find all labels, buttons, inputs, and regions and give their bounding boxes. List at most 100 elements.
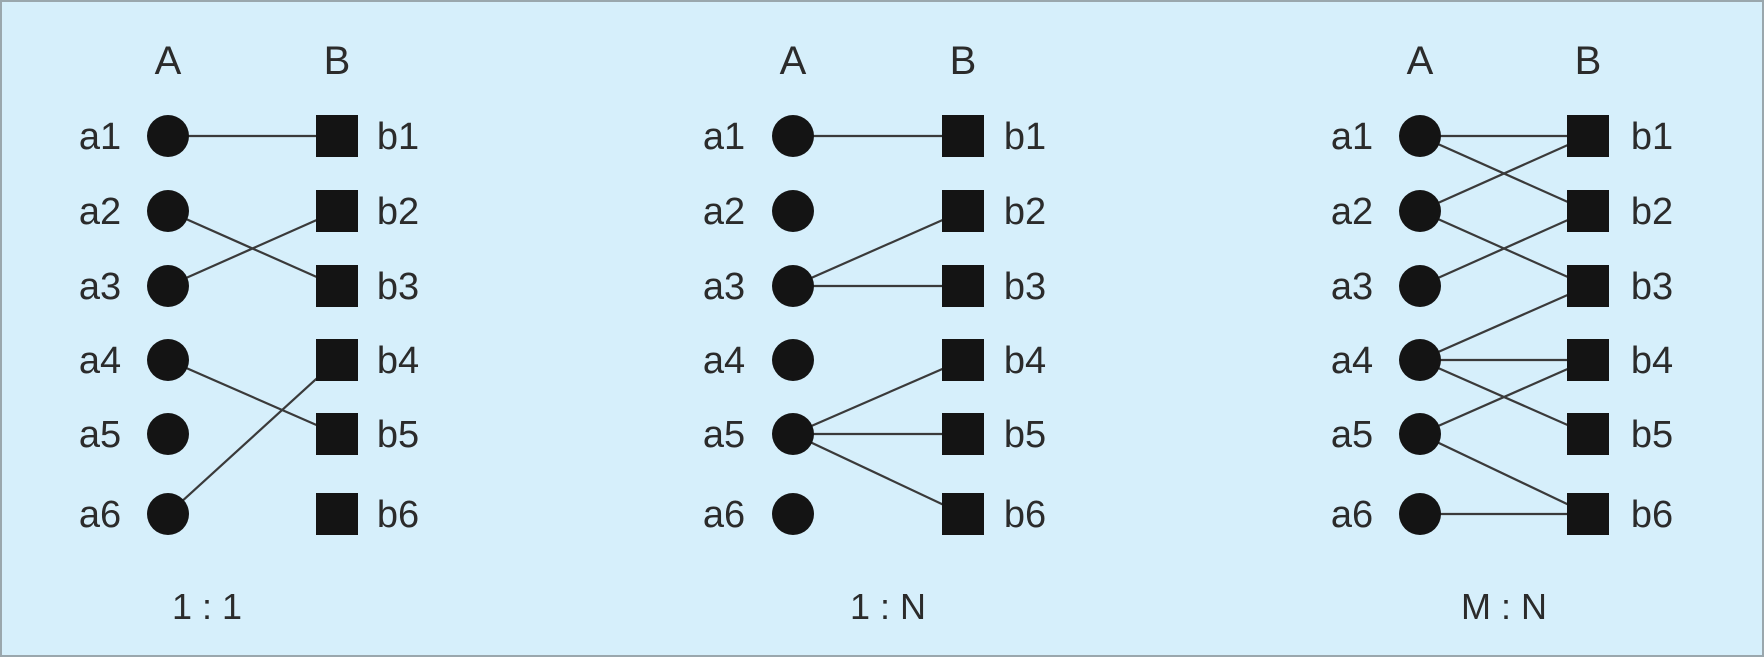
entity-b-node-b6 xyxy=(316,493,358,535)
edges-one-to-one xyxy=(167,134,338,515)
entity-b-node-b2 xyxy=(942,190,984,232)
node-label-a2: a2 xyxy=(1331,191,1373,233)
entity-a-node-a2 xyxy=(147,190,189,232)
header-a: A xyxy=(780,39,807,83)
caption-one-to-one: 1 : 1 xyxy=(172,586,242,627)
edge-a5-b6 xyxy=(1419,433,1589,515)
node-label-b2: b2 xyxy=(1004,191,1046,233)
node-label-b5: b5 xyxy=(377,414,419,456)
node-label-a2: a2 xyxy=(703,191,745,233)
node-label-b6: b6 xyxy=(377,494,419,536)
entity-a-node-a3 xyxy=(772,265,814,307)
entity-b-node-b3 xyxy=(942,265,984,307)
node-label-a1: a1 xyxy=(703,116,745,158)
node-label-b2: b2 xyxy=(377,191,419,233)
node-label-b3: b3 xyxy=(1631,266,1673,308)
entity-a-node-a5 xyxy=(147,413,189,455)
edge-a3-b2 xyxy=(167,209,338,288)
node-label-a2: a2 xyxy=(79,191,121,233)
edge-a6-b4 xyxy=(167,359,338,515)
caption-one-to-many: 1 : N xyxy=(850,586,926,627)
node-label-a5: a5 xyxy=(703,414,745,456)
edge-a3-b2 xyxy=(792,209,964,288)
entity-b-node-b3 xyxy=(1567,265,1609,307)
node-label-b1: b1 xyxy=(1631,116,1673,158)
node-label-b4: b4 xyxy=(377,340,419,382)
edge-a2-b1 xyxy=(1419,134,1589,213)
header-b: B xyxy=(324,39,351,83)
entity-a-node-a4 xyxy=(772,339,814,381)
node-label-a3: a3 xyxy=(1331,266,1373,308)
entity-a-node-a5 xyxy=(1399,413,1441,455)
node-label-b3: b3 xyxy=(1004,266,1046,308)
entity-b-node-b4 xyxy=(316,339,358,381)
entity-a-node-a3 xyxy=(1399,265,1441,307)
node-label-a4: a4 xyxy=(79,340,121,382)
edge-a5-b4 xyxy=(1419,358,1589,436)
entity-a-node-a1 xyxy=(1399,115,1441,157)
edge-a3-b2 xyxy=(1419,209,1589,288)
entity-a-node-a1 xyxy=(147,115,189,157)
node-label-a6: a6 xyxy=(703,494,745,536)
entity-a-node-a2 xyxy=(772,190,814,232)
entity-b-node-b5 xyxy=(942,413,984,455)
node-label-a1: a1 xyxy=(1331,116,1373,158)
node-label-a1: a1 xyxy=(79,116,121,158)
node-label-a4: a4 xyxy=(1331,340,1373,382)
edge-a5-b6 xyxy=(792,433,964,515)
panel-many-to-many: a1 a2 a3 a4 a5 a6 b1 b2 b3 b4 b5 b6 A B M : N xyxy=(1331,39,1673,627)
node-label-a3: a3 xyxy=(79,266,121,308)
entity-b-node-b1 xyxy=(316,115,358,157)
node-label-b6: b6 xyxy=(1631,494,1673,536)
entity-a-node-a2 xyxy=(1399,190,1441,232)
entity-a-node-a6 xyxy=(1399,493,1441,535)
edge-a5-b4 xyxy=(792,358,964,436)
panel-one-to-many: a1 a2 a3 a4 a5 a6 b1 b2 b3 b4 b5 b6 A B 1 : N xyxy=(703,39,1046,627)
edges-many-to-many xyxy=(1419,134,1589,516)
node-label-b2: b2 xyxy=(1631,191,1673,233)
entity-a-node-a3 xyxy=(147,265,189,307)
entity-b-node-b5 xyxy=(1567,413,1609,455)
entity-b-node-b4 xyxy=(942,339,984,381)
nodes-one-to-many: a1 a2 a3 a4 a5 a6 b1 b2 b3 b4 b5 b6 xyxy=(703,115,1046,536)
header-b: B xyxy=(950,39,977,83)
node-label-b5: b5 xyxy=(1631,414,1673,456)
nodes-one-to-one: a1 a2 a3 a4 a5 a6 b1 b2 b3 b4 b5 b6 xyxy=(79,115,419,536)
entity-a-node-a6 xyxy=(772,493,814,535)
node-label-b6: b6 xyxy=(1004,494,1046,536)
entity-b-node-b2 xyxy=(1567,190,1609,232)
entity-b-node-b5 xyxy=(316,413,358,455)
node-label-b3: b3 xyxy=(377,266,419,308)
node-label-b4: b4 xyxy=(1631,340,1673,382)
entity-b-node-b4 xyxy=(1567,339,1609,381)
entity-a-node-a1 xyxy=(772,115,814,157)
node-label-b4: b4 xyxy=(1004,340,1046,382)
entity-b-node-b6 xyxy=(942,493,984,535)
node-label-a6: a6 xyxy=(1331,494,1373,536)
node-label-b5: b5 xyxy=(1004,414,1046,456)
node-label-a5: a5 xyxy=(79,414,121,456)
edge-a4-b5 xyxy=(167,358,338,436)
header-b: B xyxy=(1575,39,1602,83)
node-label-a5: a5 xyxy=(1331,414,1373,456)
entity-b-node-b2 xyxy=(316,190,358,232)
nodes-many-to-many: a1 a2 a3 a4 a5 a6 b1 b2 b3 b4 b5 b6 xyxy=(1331,115,1673,536)
edge-a4-b3 xyxy=(1419,284,1589,362)
entity-a-node-a5 xyxy=(772,413,814,455)
node-label-a4: a4 xyxy=(703,340,745,382)
entity-b-node-b3 xyxy=(316,265,358,307)
node-label-b1: b1 xyxy=(377,116,419,158)
node-label-b1: b1 xyxy=(1004,116,1046,158)
entity-a-node-a6 xyxy=(147,493,189,535)
panel-one-to-one: a1 a2 a3 a4 a5 a6 b1 b2 b3 b4 b5 b6 A B 1 : 1 xyxy=(79,39,419,627)
entity-b-node-b1 xyxy=(942,115,984,157)
header-a: A xyxy=(1407,39,1434,83)
node-label-a3: a3 xyxy=(703,266,745,308)
header-a: A xyxy=(155,39,182,83)
caption-many-to-many: M : N xyxy=(1461,586,1547,627)
entity-a-node-a4 xyxy=(1399,339,1441,381)
node-label-a6: a6 xyxy=(79,494,121,536)
entity-b-node-b6 xyxy=(1567,493,1609,535)
